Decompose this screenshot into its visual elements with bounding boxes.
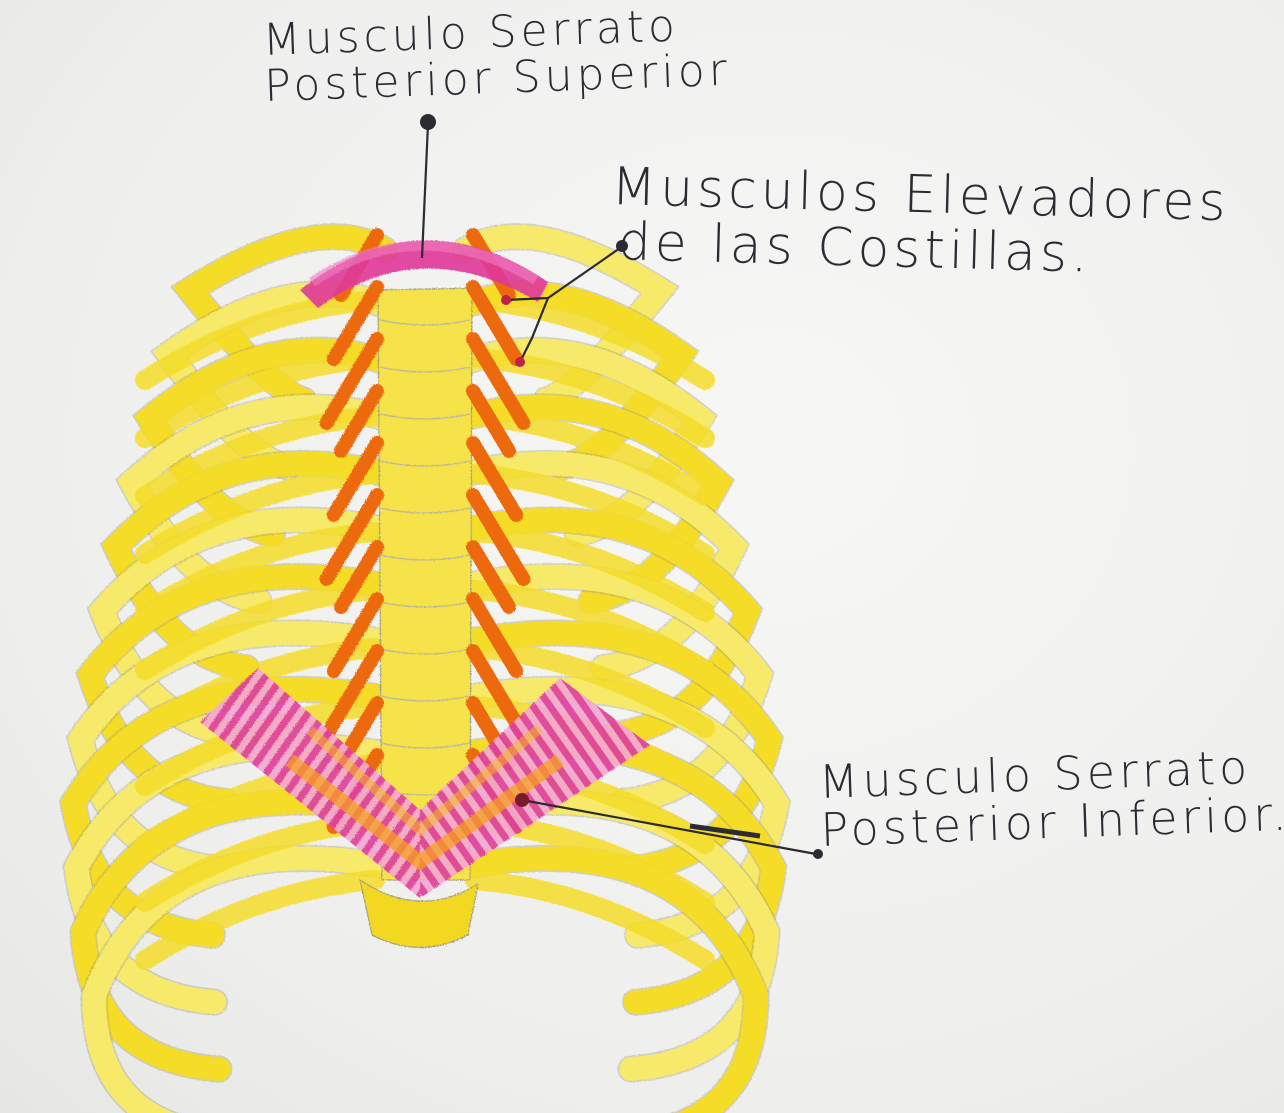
label-serrato-posterior-superior: Musculo Serrato Posterior Superior: [262, 2, 732, 111]
label-elevadores-costillas: Musculos Elevadores de las Costillas.: [609, 160, 1230, 285]
label-serrato-posterior-inferior: Musculo Serrato Posterior Inferior.: [818, 742, 1284, 855]
